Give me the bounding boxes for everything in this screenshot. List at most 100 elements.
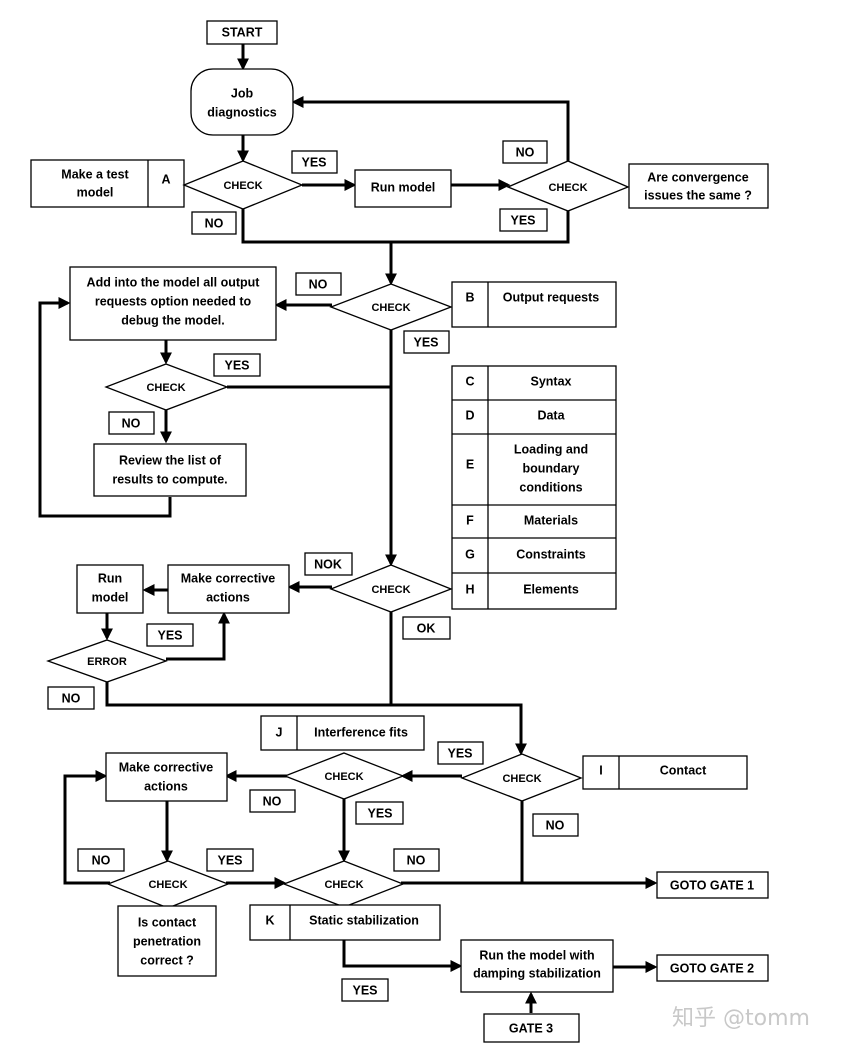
damping-stabilization-box: Run the model with damping stabilization xyxy=(460,939,614,993)
svg-text:H: H xyxy=(465,582,474,596)
svg-text:NO: NO xyxy=(546,818,565,832)
svg-text:YES: YES xyxy=(447,746,472,760)
label-yes: YES xyxy=(213,353,261,377)
check-decision-1: CHECK xyxy=(182,160,304,210)
svg-text:G: G xyxy=(465,547,475,561)
make-test-model-box: Make a test model A xyxy=(30,159,185,208)
branch-labels: YES NO NO YES NO YES YES NO NOK OK YES N… xyxy=(47,140,579,1002)
checklist-table: C Syntax D Data E Loading and boundary c… xyxy=(451,365,617,610)
svg-text:Make a test: Make a test xyxy=(61,167,129,181)
label-no: NO xyxy=(108,411,155,435)
svg-text:YES: YES xyxy=(217,853,242,867)
label-yes: YES xyxy=(499,208,548,232)
label-yes: YES xyxy=(291,150,338,174)
check-decision-2: CHECK xyxy=(506,160,630,212)
svg-text:YES: YES xyxy=(510,213,535,227)
label-no: NO xyxy=(77,848,125,872)
svg-text:model: model xyxy=(77,185,114,199)
svg-text:Interference fits: Interference fits xyxy=(314,725,408,739)
svg-text:NO: NO xyxy=(92,853,111,867)
svg-text:START: START xyxy=(222,25,263,39)
label-yes: YES xyxy=(403,330,450,354)
label-no: NO xyxy=(249,789,296,813)
svg-text:Elements: Elements xyxy=(523,582,579,596)
svg-text:CHECK: CHECK xyxy=(548,182,587,194)
error-decision: ERROR xyxy=(46,639,168,683)
svg-text:actions: actions xyxy=(144,779,188,793)
label-no: NO xyxy=(295,272,342,296)
static-stabilization-box: K Static stabilization xyxy=(249,904,441,941)
svg-text:ERROR: ERROR xyxy=(87,656,127,668)
svg-text:CHECK: CHECK xyxy=(371,302,410,314)
check-decision-3: CHECK xyxy=(329,283,453,331)
svg-text:F: F xyxy=(466,513,474,527)
svg-text:GOTO GATE 2: GOTO GATE 2 xyxy=(670,961,754,975)
svg-text:diagnostics: diagnostics xyxy=(207,105,277,119)
svg-text:NO: NO xyxy=(62,691,81,705)
svg-text:Run the model with: Run the model with xyxy=(479,948,594,962)
svg-text:issues the same ?: issues the same ? xyxy=(644,188,752,202)
connectors xyxy=(38,44,658,1013)
svg-text:debug the model.: debug the model. xyxy=(121,313,224,327)
svg-text:model: model xyxy=(92,590,129,604)
svg-text:CHECK: CHECK xyxy=(223,180,262,192)
label-yes: YES xyxy=(341,978,389,1002)
svg-text:Data: Data xyxy=(537,408,565,422)
label-no: NO xyxy=(191,211,237,235)
svg-text:Add into the model all output: Add into the model all output xyxy=(87,275,261,289)
svg-text:conditions: conditions xyxy=(519,480,582,494)
check-decision-contact: CHECK xyxy=(460,753,583,802)
svg-text:Materials: Materials xyxy=(524,513,578,527)
svg-text:GATE 3: GATE 3 xyxy=(509,1021,553,1035)
svg-text:YES: YES xyxy=(301,155,326,169)
svg-text:results to compute.: results to compute. xyxy=(112,472,227,486)
label-no: NO xyxy=(47,686,95,710)
svg-text:E: E xyxy=(466,457,474,471)
svg-text:actions: actions xyxy=(206,590,250,604)
svg-text:CHECK: CHECK xyxy=(502,773,541,785)
svg-text:C: C xyxy=(465,374,474,388)
run-model-box-2: Run model xyxy=(76,564,144,614)
svg-text:NOK: NOK xyxy=(314,557,342,571)
svg-text:GOTO GATE 1: GOTO GATE 1 xyxy=(670,878,754,892)
svg-text:Contact: Contact xyxy=(660,763,707,777)
output-requests-box: B Output requests xyxy=(451,281,617,328)
svg-text:NO: NO xyxy=(407,853,426,867)
goto-gate-1-box: GOTO GATE 1 xyxy=(656,871,769,899)
contact-penetration-question: Is contact penetration correct ? xyxy=(117,905,217,977)
label-yes: YES xyxy=(146,623,194,647)
label-yes: YES xyxy=(355,801,404,825)
label-ok: OK xyxy=(402,616,451,640)
label-no: NO xyxy=(393,848,440,872)
contact-box: I Contact xyxy=(582,755,748,790)
review-results-box: Review the list of results to compute. xyxy=(93,443,247,497)
goto-gate-2-box: GOTO GATE 2 xyxy=(656,954,769,982)
svg-text:NO: NO xyxy=(205,216,224,230)
svg-text:B: B xyxy=(465,290,474,304)
svg-text:YES: YES xyxy=(157,628,182,642)
svg-text:damping stabilization: damping stabilization xyxy=(473,966,601,980)
svg-text:Loading and: Loading and xyxy=(514,442,588,456)
gate-3-box: GATE 3 xyxy=(483,1013,580,1043)
label-no: NO xyxy=(502,140,548,164)
svg-text:CHECK: CHECK xyxy=(146,382,185,394)
check-decision-5: CHECK xyxy=(329,564,453,613)
svg-text:YES: YES xyxy=(413,335,438,349)
svg-text:correct ?: correct ? xyxy=(140,953,194,967)
svg-text:boundary: boundary xyxy=(523,461,580,475)
start-node: START xyxy=(206,20,278,45)
watermark: 知乎 @tomm xyxy=(672,1006,810,1031)
svg-text:CHECK: CHECK xyxy=(324,879,363,891)
svg-text:CHECK: CHECK xyxy=(148,879,187,891)
svg-text:Constraints: Constraints xyxy=(516,547,586,561)
add-output-requests-box: Add into the model all output requests o… xyxy=(69,266,277,341)
svg-text:OK: OK xyxy=(417,621,436,635)
interference-fits-box: J Interference fits xyxy=(260,715,425,751)
svg-text:Static stabilization: Static stabilization xyxy=(309,913,419,927)
svg-text:A: A xyxy=(161,172,170,186)
convergence-question-box: Are convergence issues the same ? xyxy=(628,163,769,209)
check-decision-4: CHECK xyxy=(104,363,229,411)
label-no: NO xyxy=(532,813,579,837)
run-model-box: Run model xyxy=(354,169,452,208)
